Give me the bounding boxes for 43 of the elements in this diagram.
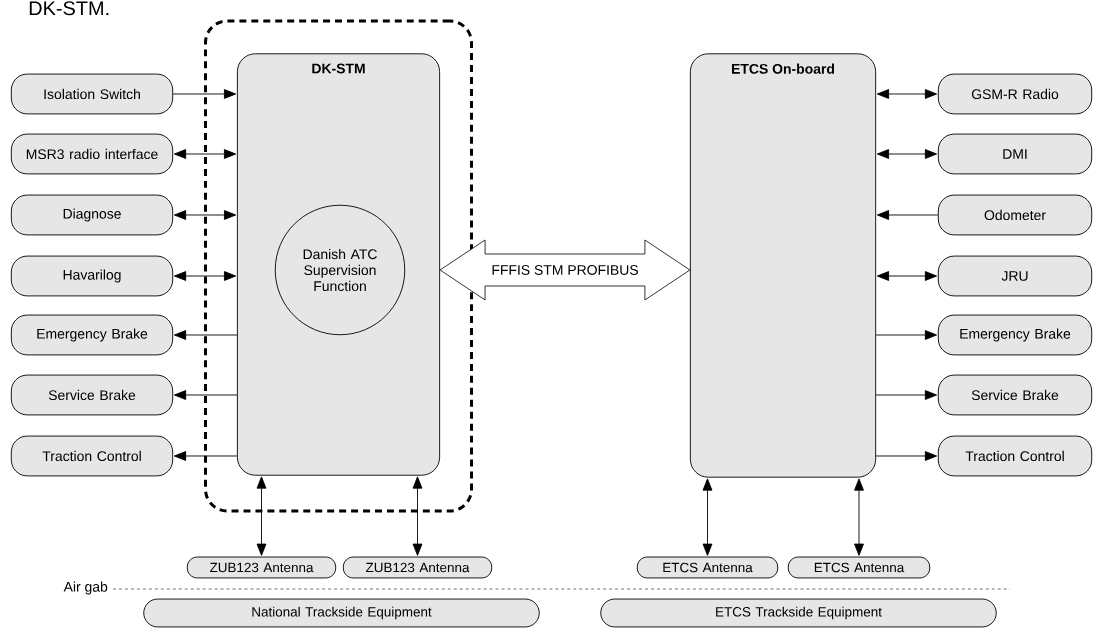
- component-box: GSM-R Radio: [937, 73, 1093, 115]
- arrow: [875, 451, 938, 461]
- component-box: Traction Control: [10, 435, 174, 477]
- component-box: Havarilog: [10, 255, 174, 297]
- component-box: Diagnose: [10, 194, 174, 236]
- unit-box: ETCS On-board: [689, 53, 877, 478]
- component-box: Service Brake: [10, 374, 174, 416]
- arrow: [173, 210, 237, 220]
- heading: DK-STM.: [29, 1, 109, 16]
- arrow: [173, 330, 238, 340]
- component-box: MSR3 radio interface: [10, 133, 174, 175]
- component-box: Isolation Switch: [10, 73, 174, 115]
- arrow: [875, 330, 938, 340]
- component-box: Emergency Brake: [937, 314, 1093, 356]
- dashed-boundary: [204, 19, 473, 513]
- arrow: [854, 478, 864, 556]
- arrow: [876, 89, 938, 99]
- arrow: [876, 149, 938, 159]
- arrow: [173, 390, 238, 400]
- arrow: [256, 476, 267, 556]
- component-box: Service Brake: [937, 374, 1093, 416]
- arrow: [876, 271, 938, 281]
- arrow: [412, 476, 423, 556]
- air-gap-label: Air gab: [63, 581, 108, 595]
- arrow: [702, 478, 713, 556]
- arrow: [876, 210, 939, 220]
- arrow: [173, 451, 238, 461]
- component-box: JRU: [937, 255, 1093, 297]
- component-box: National Trackside Equipment: [143, 598, 540, 628]
- arrow: [173, 149, 237, 159]
- edge-label: FFFIS STM PROFIBUS: [492, 265, 638, 275]
- component-box: ETCS Antenna: [787, 556, 931, 579]
- arrow: [172, 89, 237, 99]
- component-box: ZUB123 Antenna: [342, 556, 493, 579]
- arrow: [173, 271, 237, 281]
- arrow: [875, 390, 938, 400]
- component-box: ETCS Trackside Equipment: [600, 598, 997, 628]
- component-box: Traction Control: [937, 435, 1093, 477]
- component-box: ZUB123 Antenna: [186, 556, 337, 579]
- component-box: Emergency Brake: [10, 314, 174, 356]
- component-box: ETCS Antenna: [636, 556, 779, 579]
- component-box: Odometer: [937, 194, 1093, 236]
- component-box: DMI: [937, 133, 1093, 175]
